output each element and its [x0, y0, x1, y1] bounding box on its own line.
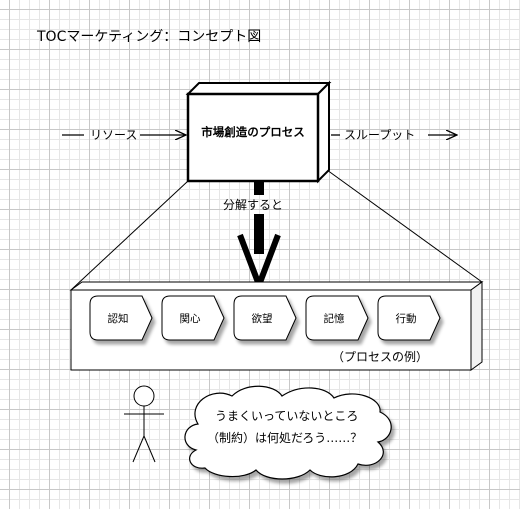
cloud-text-line2: （制約）は何処だろう……？: [207, 430, 362, 445]
step-chevron: 行動: [377, 295, 441, 341]
step-label: 関心: [180, 313, 201, 325]
decompose-label: 分解すると: [223, 198, 283, 212]
thought-cloud: うまくいっていないところ （制約）は何処だろう……？: [184, 385, 392, 480]
page-title: TOCマーケティング：コンセプト図: [36, 29, 261, 45]
cloud-text-line1: うまくいっていないところ: [215, 409, 358, 423]
step-label: 記憶: [324, 312, 345, 325]
output-label: スループット: [344, 128, 415, 142]
step-chevron: 記憶: [305, 295, 369, 341]
step-label: 行動: [396, 312, 417, 325]
funnel-line-right: [326, 169, 483, 283]
step-chevron: 欲望: [233, 295, 297, 341]
decompose-arrow: [237, 181, 281, 294]
step-chevron: 関心: [161, 295, 225, 341]
step-label: 認知: [108, 312, 129, 325]
input-label: リソース: [90, 128, 137, 142]
process-box: 市場創造のプロセス: [185, 80, 332, 184]
funnel-line-left: [70, 180, 189, 291]
stick-figure: [124, 385, 164, 463]
step-chevron: 認知: [89, 295, 153, 341]
step-label: 欲望: [252, 312, 273, 325]
steps-caption: （プロセスの例）: [332, 350, 428, 364]
process-box-label: 市場創造のプロセス: [201, 125, 305, 139]
